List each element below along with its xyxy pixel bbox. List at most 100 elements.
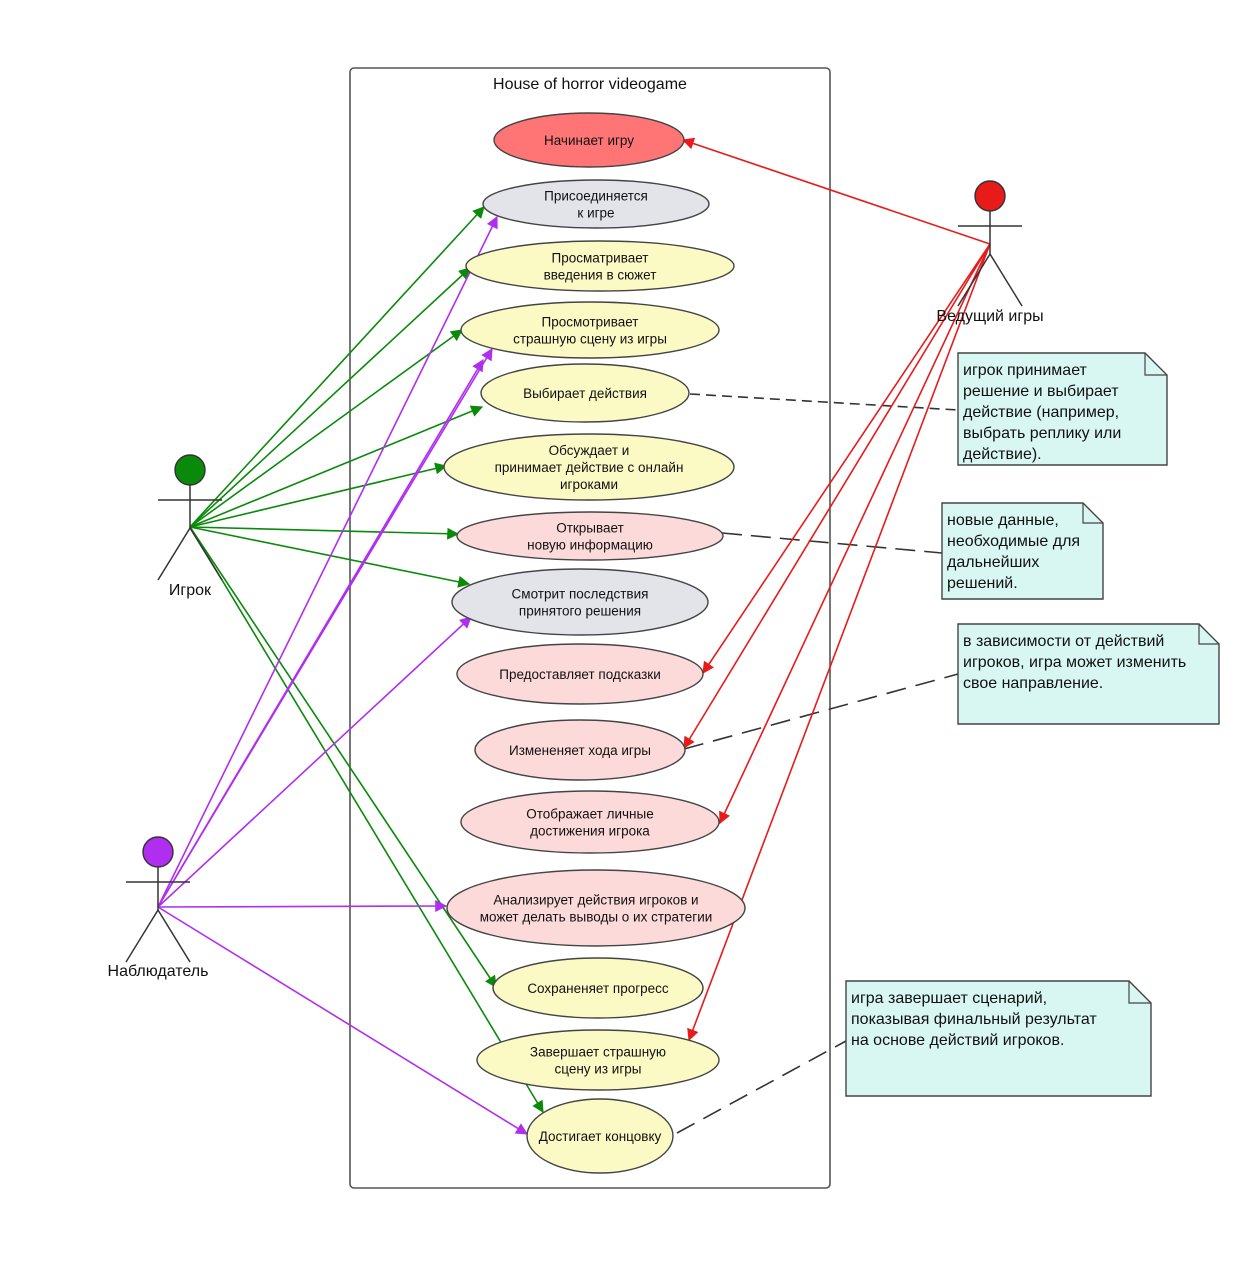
actor-head: [174, 454, 206, 486]
usecase-uc10[interactable]: Измененяет хода игры: [474, 719, 686, 781]
association-player-uc5: [189, 405, 484, 528]
association-player-uc2: [189, 206, 485, 528]
usecase-ellipse: [526, 1098, 674, 1174]
usecase-label: Отображает личные: [526, 807, 653, 822]
actor-head: [142, 836, 174, 868]
association-observer-uc2: [157, 215, 498, 908]
usecase-uc6[interactable]: Обсуждает и принимает действие с онлайн иг…: [443, 433, 735, 501]
note-4: игра завершает сценарий, показывая финаль…: [845, 980, 1152, 1097]
usecase-label: принятого решения: [519, 604, 641, 619]
usecase-ellipse: [476, 1029, 720, 1091]
usecase-label: Открывает: [556, 521, 624, 536]
actor-head: [974, 180, 1006, 212]
usecase-ellipse: [493, 112, 685, 168]
association-host-uc11: [719, 243, 991, 825]
usecase-label: Обсуждает и: [549, 443, 630, 458]
usecase-label: Достигает концовку: [539, 1129, 662, 1144]
usecase-label: Измененяет хода игры: [509, 743, 651, 758]
usecase-ellipse: [460, 790, 720, 854]
note-box: [941, 502, 1104, 600]
system-title: House of horror videogame: [493, 76, 687, 93]
usecase-uc9[interactable]: Предоставляет подсказки: [456, 643, 704, 705]
usecase-label: к игре: [577, 206, 614, 221]
association-player-uc6: [189, 462, 448, 528]
association-player-uc8: [189, 526, 471, 588]
usecase-ellipse: [446, 869, 746, 947]
usecase-uc1[interactable]: Начинает игру: [493, 112, 685, 168]
actor-host[interactable]: Ведущий игры: [936, 180, 1044, 325]
usecase-label: достижения игрока: [530, 824, 650, 839]
usecase-label: Предоставляет подсказки: [499, 667, 661, 682]
actor-leg-left: [125, 909, 159, 963]
usecase-label: Просмотривает: [542, 315, 639, 330]
note-text-line: действие).: [963, 446, 1042, 463]
usecase-ellipse: [456, 511, 724, 561]
note-fold: [1128, 981, 1151, 1004]
usecase-ellipse: [480, 363, 690, 423]
note-text-line: действие (например,: [963, 404, 1119, 421]
usecase-uc11[interactable]: Отображает личные достижения игрока: [460, 790, 720, 854]
note-text-line: игра завершает сценарий,: [851, 990, 1047, 1007]
usecase-uc15[interactable]: Достигает концовку: [526, 1098, 674, 1174]
actor-player[interactable]: Игрок: [157, 454, 223, 599]
note-text-line: свое направление.: [963, 675, 1103, 692]
actor-leg-right: [989, 253, 1023, 307]
note-2: новые данные,необходимые длядальнейшихре…: [941, 502, 1104, 600]
actor-leg-left: [957, 253, 991, 307]
association-observer-uc8: [157, 616, 472, 908]
note-text-line: решение и выбирает: [963, 383, 1119, 400]
actor-leg-right: [189, 527, 223, 581]
note-fold: [1198, 624, 1219, 645]
actor-leg-right: [157, 909, 191, 963]
note-connector: [721, 532, 943, 554]
usecase-label: Смотрит последствия: [512, 587, 649, 602]
usecase-uc3[interactable]: Просматривает введения в сюжет: [465, 240, 735, 292]
usecase-label: Выбирает действия: [523, 386, 647, 401]
actor-leg-left: [157, 527, 191, 581]
association-player-uc4: [189, 329, 463, 528]
usecase-label: Просматривает: [552, 251, 649, 266]
note-connector: [683, 673, 959, 750]
usecase-label: введения в сюжет: [544, 268, 657, 283]
note-fold: [1144, 353, 1167, 376]
actor-name: Наблюдатель: [108, 963, 209, 980]
usecase-uc13[interactable]: Сохраненяет прогресс: [492, 957, 704, 1019]
association-player-uc7: [189, 526, 460, 540]
usecase-uc5[interactable]: Выбирает действия: [480, 363, 690, 423]
usecase-ellipse: [482, 179, 710, 229]
usecase-ellipse: [443, 433, 735, 501]
note-text-line: решений.: [947, 575, 1018, 592]
note-text-line: показывая финальный результат: [851, 1011, 1097, 1028]
association-player-uc15: [189, 526, 544, 1114]
usecase-ellipse: [456, 643, 704, 705]
usecase-label: Анализирует действия игроков и: [493, 893, 698, 908]
usecase-label: Начинает игру: [544, 133, 634, 148]
association-observer-uc5: [157, 358, 484, 908]
usecase-ellipse: [451, 568, 709, 636]
usecase-label: принимает действие с онлайн: [495, 460, 684, 475]
note-text-line: необходимые для: [947, 533, 1080, 550]
note-text-line: новые данные,: [947, 512, 1059, 529]
usecase-uc8[interactable]: Смотрит последствия принятого решения: [451, 568, 709, 636]
association-observer-uc15: [157, 906, 529, 1135]
note-connector: [689, 393, 959, 411]
usecase-label: новую информацию: [527, 538, 653, 553]
usecase-ellipse: [474, 719, 686, 781]
usecase-ellipse: [492, 957, 704, 1019]
note-box: [957, 352, 1168, 466]
actor-observer[interactable]: Наблюдатель: [108, 836, 209, 980]
usecase-ellipse: [460, 301, 720, 359]
association-host-uc1: [681, 137, 991, 245]
note-box: [957, 623, 1220, 725]
usecase-label: игроками: [560, 477, 618, 492]
usecase-uc7[interactable]: Открывает новую информацию: [456, 511, 724, 561]
